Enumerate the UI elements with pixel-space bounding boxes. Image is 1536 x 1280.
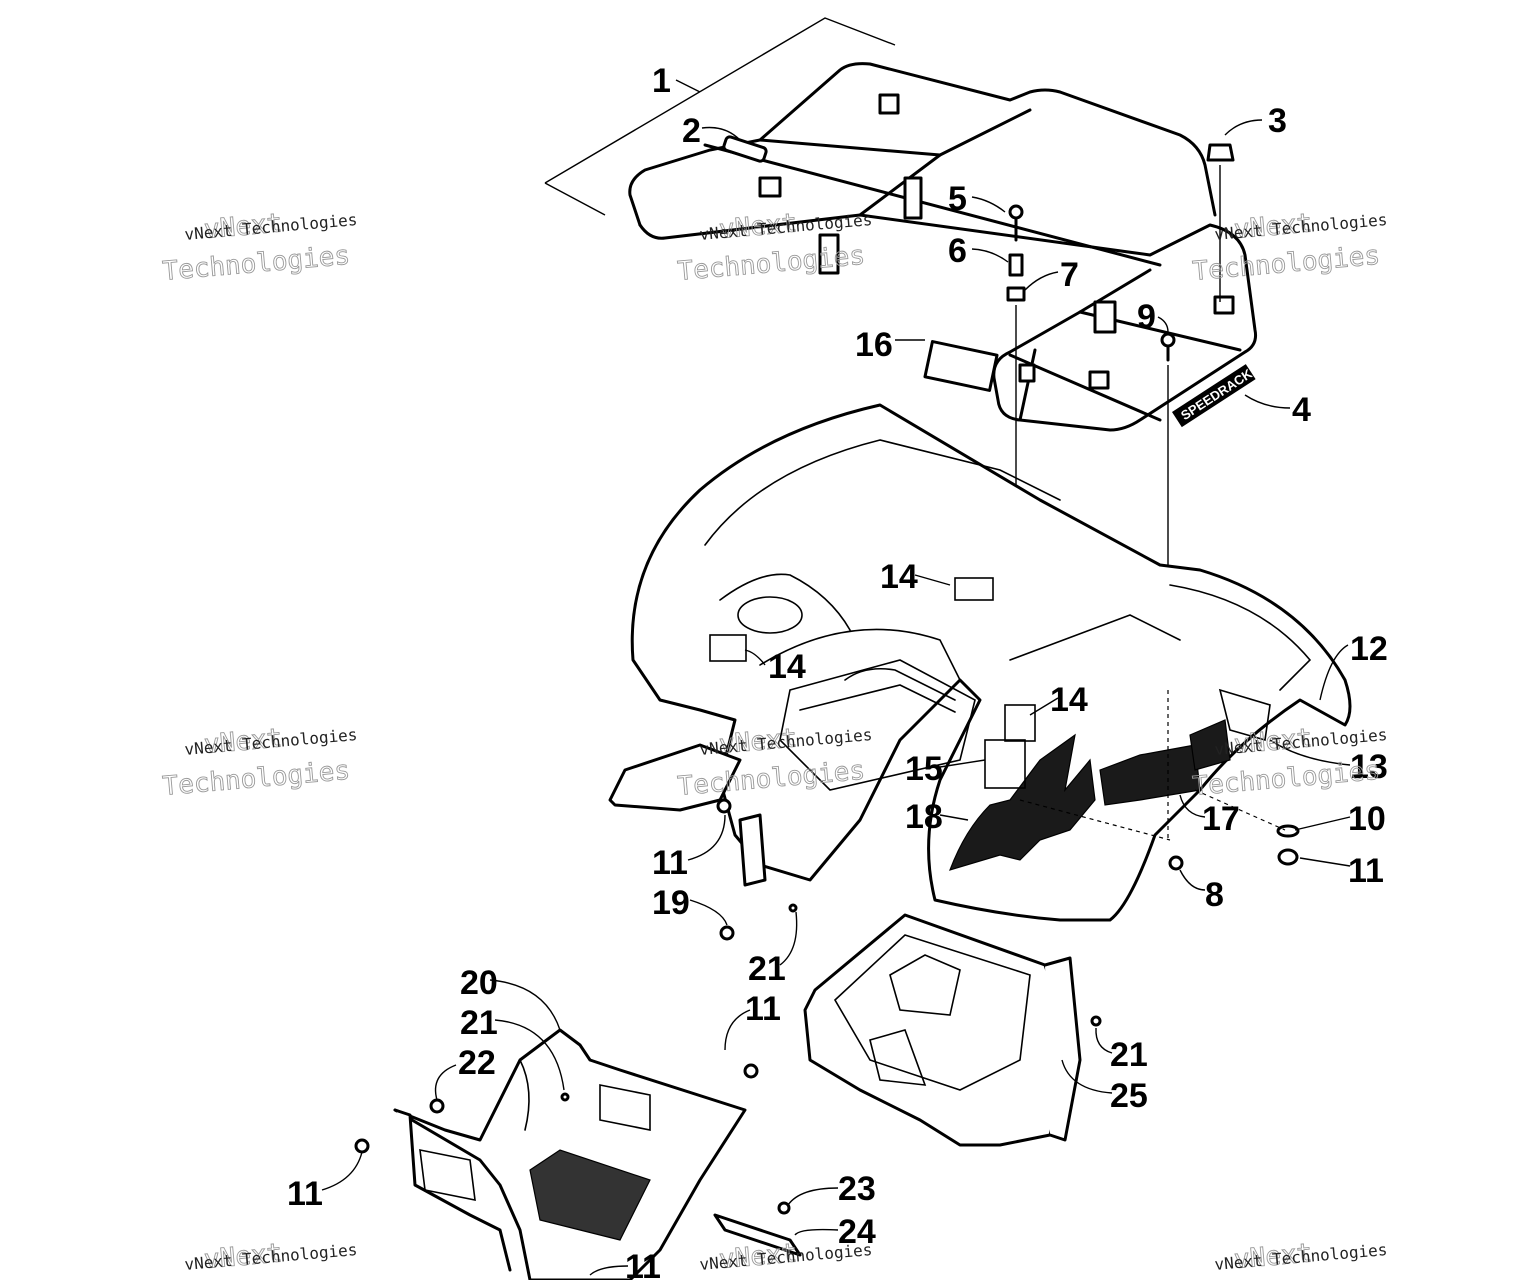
svg-text:vNext: vNext [1233, 209, 1314, 246]
fender-decal [709, 340, 1231, 871]
callout-12: 12 [1350, 630, 1388, 668]
step-plate [713, 1201, 802, 1257]
callout-17: 17 [1202, 800, 1240, 838]
callout-20: 20 [460, 964, 498, 1002]
callout-14-c: 14 [1050, 681, 1088, 719]
left-footwell [393, 1028, 747, 1280]
leader-lines [321, 79, 1351, 1276]
svg-text:vNext: vNext [1233, 724, 1314, 761]
callout-23: 23 [838, 1170, 876, 1208]
callout-14-b: 14 [768, 648, 806, 686]
svg-text:vNext: vNext [1233, 1239, 1314, 1276]
callout-11-a: 11 [652, 844, 688, 882]
svg-text:Technologies: Technologies [161, 756, 351, 802]
callout-21-b: 21 [1110, 1036, 1148, 1074]
callout-16: 16 [855, 326, 893, 364]
fasteners [354, 690, 1300, 1154]
callout-2: 2 [682, 112, 701, 150]
svg-text:Technologies: Technologies [676, 241, 866, 287]
callout-14-a: 14 [880, 558, 918, 596]
callout-11-b: 11 [1348, 852, 1384, 890]
callout-8: 8 [1205, 876, 1224, 914]
svg-text:vNext: vNext [203, 724, 284, 761]
callout-22: 22 [458, 1044, 496, 1082]
callout-19: 19 [652, 884, 690, 922]
callout-4: 4 [1292, 391, 1311, 429]
svg-text:vNext: vNext [718, 1239, 799, 1276]
watermark-7: vNext vNext Technologies [184, 1238, 358, 1276]
svg-text:vNext: vNext [718, 209, 799, 246]
callout-18: 18 [905, 798, 943, 836]
callout-24: 24 [838, 1213, 876, 1251]
callout-10: 10 [1348, 800, 1386, 838]
callout-11-e: 11 [625, 1248, 661, 1280]
rack-assembly-bracket [544, 17, 896, 216]
callout-11-d: 11 [287, 1175, 323, 1213]
svg-text:vNext: vNext [203, 209, 284, 246]
callout-21-c: 21 [460, 1004, 498, 1042]
callout-1: 1 [652, 62, 671, 100]
watermark-1: vNext vNext Technologies Technologies [161, 208, 358, 287]
callouts: 1 2 3 4 5 6 7 8 9 10 11 11 11 11 11 12 1… [287, 62, 1388, 1280]
callout-3: 3 [1268, 102, 1287, 140]
callout-11-c: 11 [745, 990, 781, 1028]
callout-13: 13 [1350, 748, 1388, 786]
callout-25: 25 [1110, 1077, 1148, 1115]
svg-text:Technologies: Technologies [161, 241, 351, 287]
svg-text:vNext: vNext [203, 1239, 284, 1276]
callout-7: 7 [1060, 256, 1079, 294]
watermark-4: vNext vNext Technologies Technologies [161, 723, 358, 802]
callout-21-a: 21 [748, 950, 786, 988]
watermark-9: vNext vNext Technologies [1214, 1238, 1388, 1276]
callout-15: 15 [905, 750, 943, 788]
callout-5: 5 [948, 180, 967, 218]
callout-6: 6 [948, 232, 967, 270]
svg-text:vNext: vNext [718, 724, 799, 761]
callout-9: 9 [1137, 298, 1156, 336]
right-footwell [803, 913, 1082, 1147]
